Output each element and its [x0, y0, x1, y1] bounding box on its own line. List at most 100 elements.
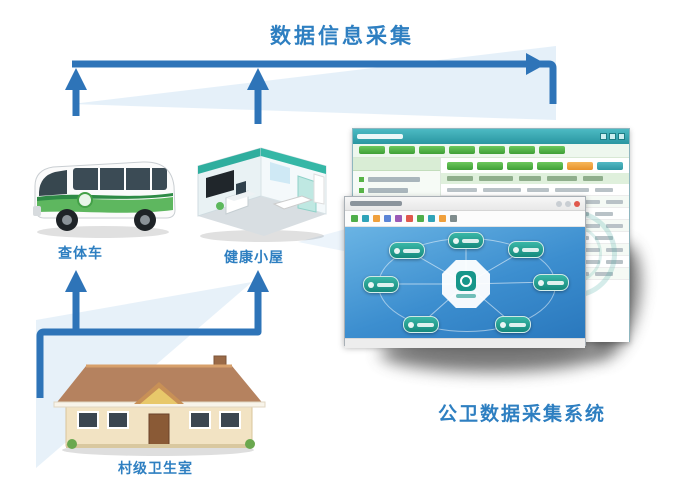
- front-toolbar: [345, 211, 585, 227]
- toolbar-button-skeleton: [537, 162, 563, 170]
- van-bumper: [33, 206, 41, 216]
- hut-teal-band-left: [198, 148, 261, 174]
- node-label-skeleton: [462, 238, 479, 243]
- health-hut-icon: [197, 147, 327, 242]
- toolbar-icon: [428, 215, 435, 222]
- cell-skeleton: [555, 187, 589, 192]
- text-skeleton: [368, 177, 420, 182]
- toolbar-icon: [384, 215, 391, 222]
- desk-monitor-icon: [236, 181, 246, 195]
- node-label-skeleton: [377, 282, 394, 287]
- van-green-decal: [37, 197, 173, 213]
- node-icon: [513, 246, 519, 253]
- hut-cabinet: [313, 173, 325, 205]
- health-logo-icon: [77, 192, 93, 208]
- van-side-windows: [73, 168, 167, 190]
- node-icon: [453, 237, 459, 244]
- hut-door: [297, 175, 317, 213]
- toolbar-button-skeleton: [567, 162, 593, 170]
- text-skeleton: [368, 188, 408, 193]
- village-clinic-illustration: [52, 352, 267, 457]
- toolbar-button-skeleton: [507, 162, 533, 170]
- close-icon: [618, 133, 625, 140]
- hub-node-button: [508, 241, 544, 258]
- dormer-gable: [140, 388, 178, 404]
- column-header-skeleton: [583, 176, 603, 181]
- menu-tab-skeleton: [359, 146, 385, 154]
- maximize-icon: [565, 200, 571, 207]
- window-titlebar: [353, 129, 629, 144]
- menu-tab-skeleton: [509, 146, 535, 154]
- sidebar-item-skeleton: [359, 177, 440, 182]
- toolbar-button-skeleton: [477, 162, 503, 170]
- node-icon: [500, 321, 506, 328]
- hub-node-button: [448, 232, 484, 249]
- house-window: [77, 411, 99, 429]
- toolbar-icon: [417, 215, 424, 222]
- magnifier-icon: [456, 270, 476, 291]
- system-label: 公卫数据采集系统: [438, 404, 607, 425]
- house-window: [219, 411, 241, 429]
- sidebar-item-skeleton: [359, 188, 440, 193]
- node-icon: [394, 247, 400, 254]
- menu-tab-skeleton: [479, 146, 505, 154]
- minimize-icon: [556, 200, 562, 207]
- hub-node-button: [533, 274, 569, 291]
- cell-skeleton: [595, 187, 613, 192]
- van-windshield: [39, 170, 67, 196]
- menu-tab-skeleton: [389, 146, 415, 154]
- status-bar: [345, 338, 585, 348]
- health-hut-illustration: [186, 132, 338, 244]
- cell-skeleton: [606, 223, 624, 228]
- hub-center-label-skeleton: [456, 293, 476, 298]
- toolbar-icon: [362, 215, 369, 222]
- minimize-icon: [600, 133, 607, 140]
- village-clinic-label: 村级卫生室: [118, 460, 193, 476]
- toolbar-button-skeleton: [597, 162, 623, 170]
- window-title-skeleton: [357, 134, 403, 139]
- window-controls: [600, 133, 625, 140]
- node-label-skeleton: [403, 248, 420, 253]
- node-icon: [408, 321, 414, 328]
- column-header-skeleton: [447, 176, 473, 181]
- close-icon: [574, 200, 580, 207]
- column-header-skeleton: [479, 176, 513, 181]
- house-door: [148, 413, 170, 447]
- bush-icon: [67, 439, 77, 449]
- node-icon: [538, 279, 544, 286]
- hub-center: [442, 260, 490, 308]
- van-label: 查体车: [58, 245, 103, 261]
- menu-tabs: [353, 144, 629, 158]
- toolbar-icon: [439, 215, 446, 222]
- house-window: [189, 411, 211, 429]
- bullet-icon: [359, 177, 364, 182]
- house-window: [107, 411, 129, 429]
- hub-node-button: [495, 316, 531, 333]
- cell-skeleton: [483, 187, 521, 192]
- toolbar-icon: [373, 215, 380, 222]
- bullet-icon: [359, 188, 364, 193]
- health-hut-label: 健康小屋: [224, 249, 284, 265]
- maximize-icon: [609, 133, 616, 140]
- cell-skeleton: [527, 187, 549, 192]
- diagram-title: 数据信息采集: [270, 25, 414, 48]
- table-row: [441, 184, 629, 196]
- column-header-skeleton: [519, 176, 541, 181]
- menu-tab-skeleton: [419, 146, 445, 154]
- cell-skeleton: [606, 199, 624, 204]
- window-title-skeleton: [350, 201, 402, 206]
- node-label-skeleton: [509, 322, 526, 327]
- wall-screen-icon: [206, 170, 234, 198]
- van-icon: [33, 161, 176, 238]
- hub-node-button: [389, 242, 425, 259]
- hut-teal-band-right: [261, 148, 326, 174]
- plant-icon: [216, 202, 224, 210]
- van-illustration: [25, 140, 180, 240]
- node-icon: [368, 281, 374, 288]
- village-clinic-icon: [53, 355, 266, 456]
- menu-tab-skeleton: [449, 146, 475, 154]
- node-label-skeleton: [417, 322, 434, 327]
- van-green-stripe: [37, 193, 173, 201]
